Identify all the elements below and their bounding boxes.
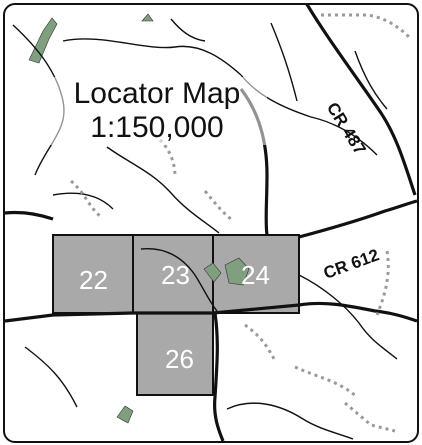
road-cr-487 [305,5,417,196]
minor-road [270,22,298,102]
lake-north-center [141,13,154,22]
lake-south [116,405,134,424]
minor-road [62,38,242,76]
water-bodies [28,13,250,424]
grid-cell-22[interactable] [52,234,134,314]
map-title-block: Locator Map 1:150,000 [47,77,267,145]
grid-cell-23[interactable] [132,234,214,314]
map-scale: 1:150,000 [90,111,224,144]
minor-road [140,248,218,312]
road-cr-612 [298,199,417,239]
minor-road [52,192,114,210]
minor-road [226,402,354,440]
map-canvas: 22 23 24 26 [5,5,417,441]
lake-northwest [28,17,58,64]
grid-label-24: 24 [241,260,270,290]
trail [154,133,177,178]
minor-road [24,346,78,408]
minor-roads [12,18,398,440]
grid-labels: 22 23 24 26 [79,260,270,374]
trail [321,13,411,39]
trail [244,323,277,362]
grid-cell-26[interactable] [136,312,214,396]
trail [294,365,358,399]
map-title: Locator Map [73,77,241,110]
lake-east-2 [203,262,222,283]
road-west [5,210,54,221]
trail [70,179,102,219]
trail [203,190,232,221]
grid-cells [52,234,300,396]
trails [70,13,411,433]
minor-road [170,18,206,42]
grid-label-22: 22 [79,265,108,295]
grid-label-26: 26 [165,344,194,374]
highway-east-west [5,301,417,323]
minor-road [354,50,388,110]
trail [344,401,396,433]
grid-label-23: 23 [161,260,190,290]
road-north-south [213,312,225,441]
minor-road [298,274,398,360]
minor-road [106,146,220,234]
lake-east-1 [224,257,250,286]
locator-map: 22 23 24 26 Locator Map 1:150,000 CR 487… [3,3,419,443]
